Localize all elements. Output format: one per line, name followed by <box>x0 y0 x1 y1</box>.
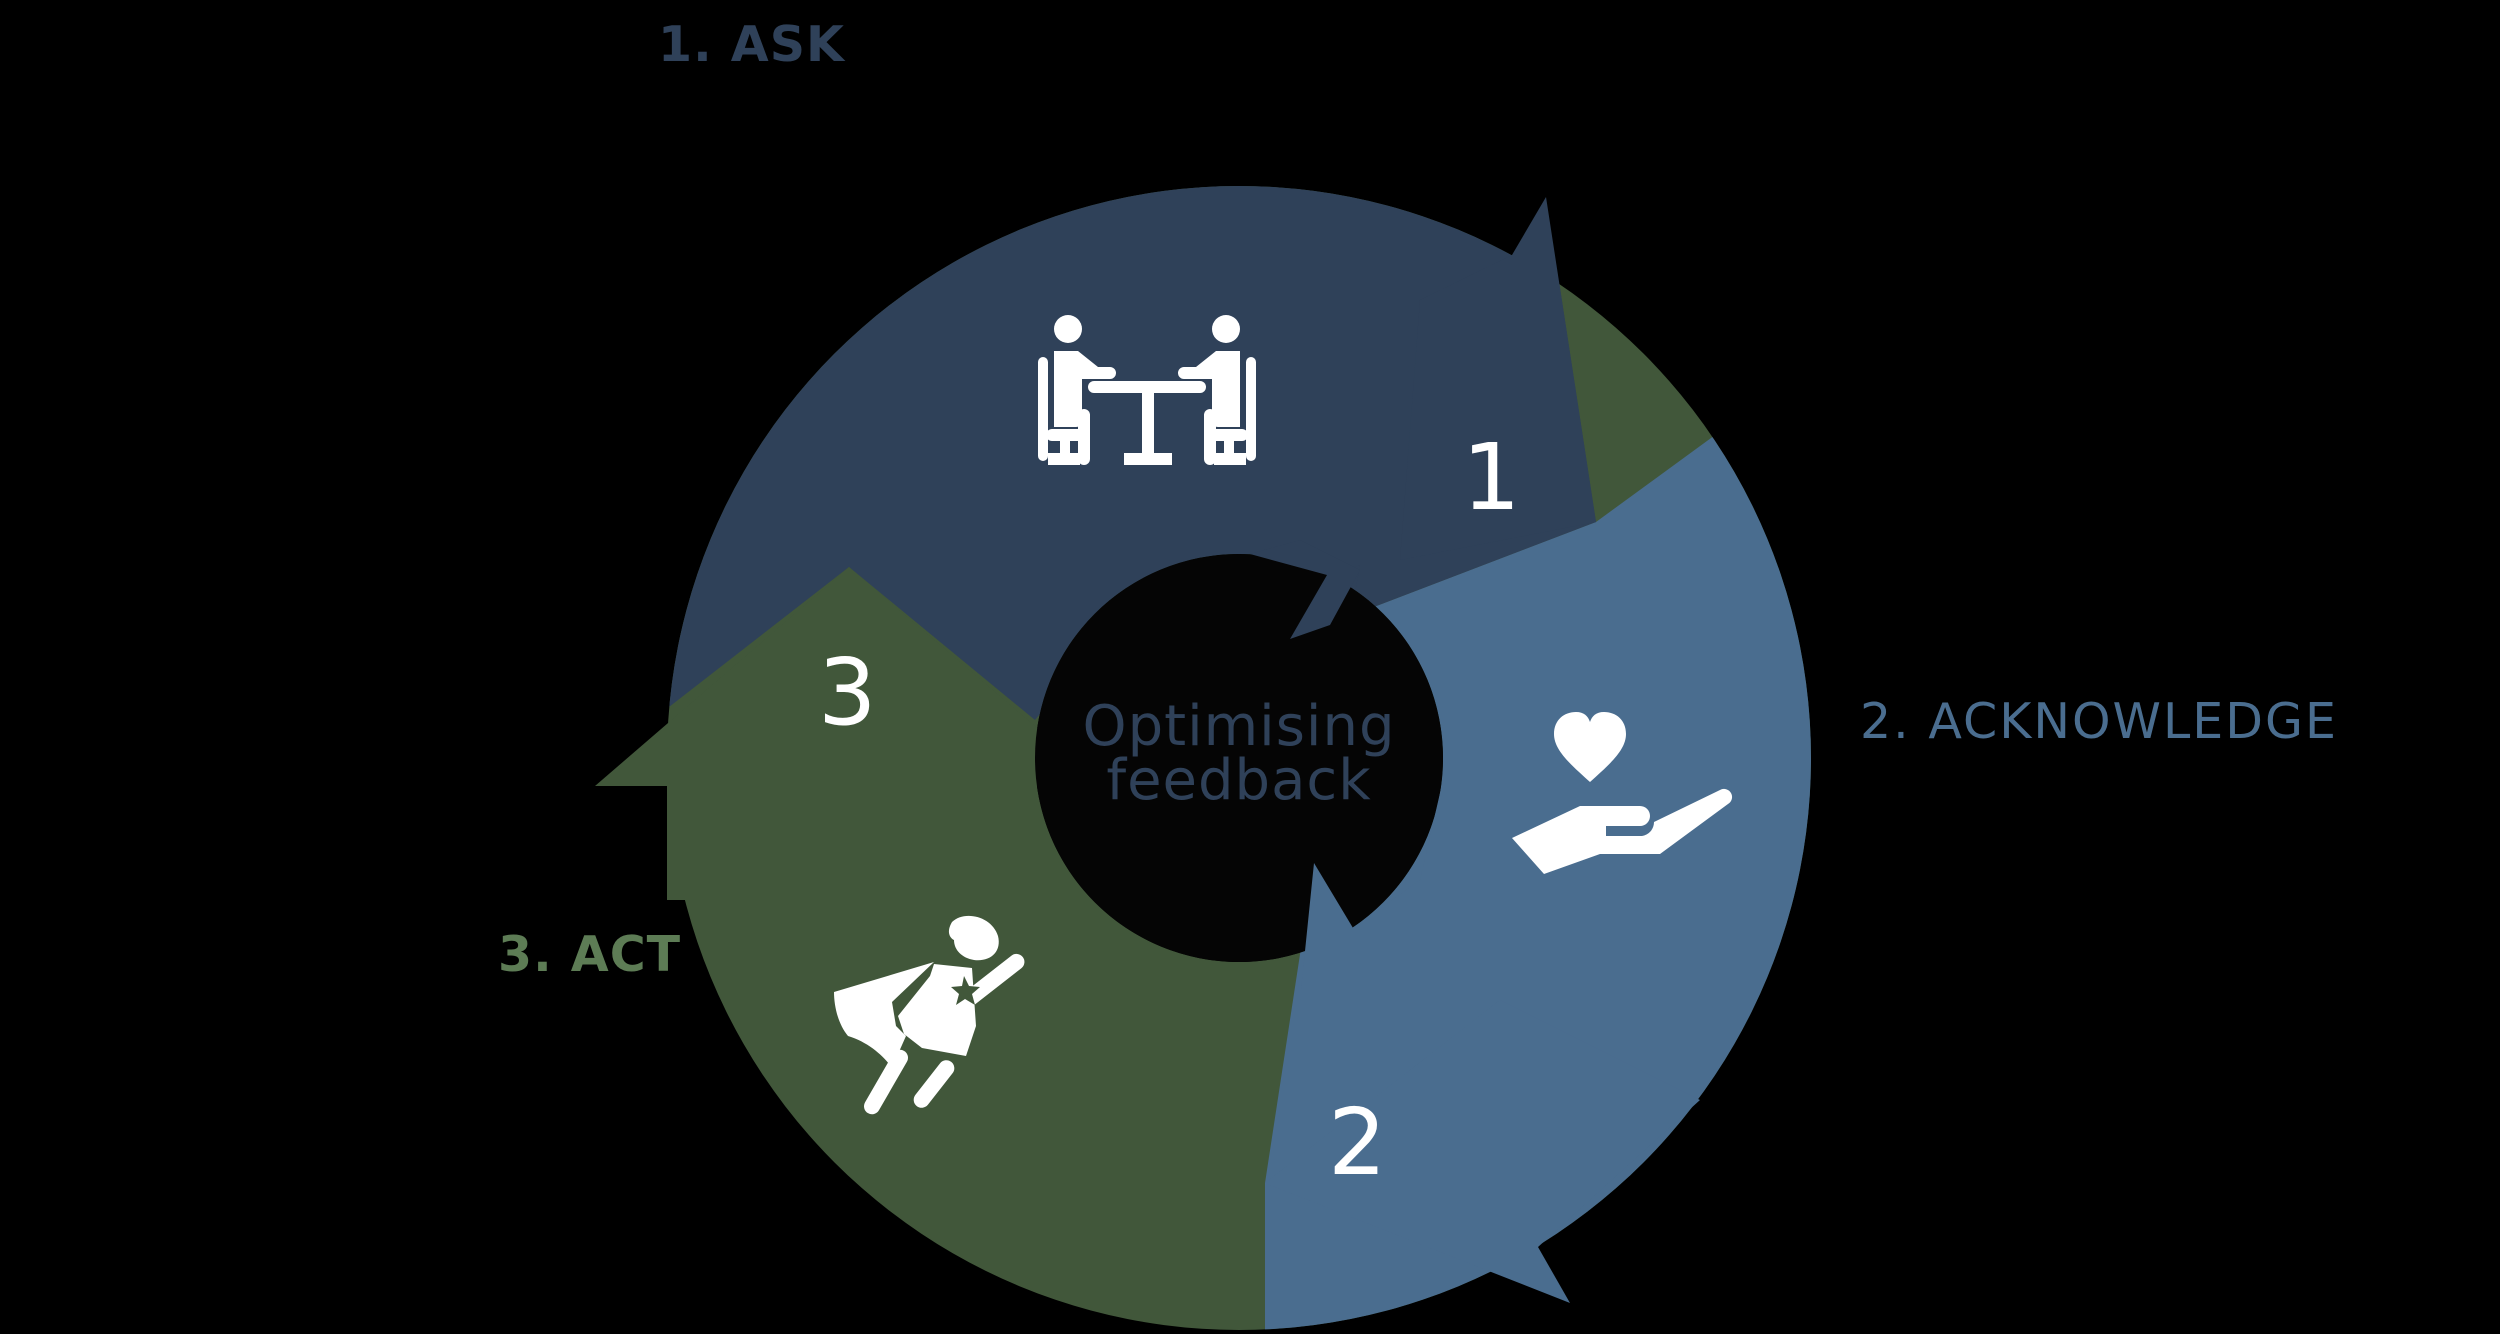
arrow-tail-ask <box>1250 540 1360 639</box>
meeting-icon <box>1038 315 1256 465</box>
superhero-icon <box>834 915 1025 1115</box>
step-number-1: 1 <box>1462 424 1521 531</box>
arrow-head-act <box>595 567 1105 900</box>
center-title: Optimising feedback <box>1039 694 1439 813</box>
center-title-line-2: feedback <box>1106 748 1372 813</box>
step-label-act: 3. ACT <box>498 926 682 983</box>
arrow-head-ask <box>1400 197 1596 560</box>
center-hole <box>1035 554 1443 962</box>
step-label-ask: 1. ASK <box>658 16 845 73</box>
arrow-tail-acknowledge <box>1300 780 1443 1000</box>
arrow-head-acknowledge <box>1265 1000 1700 1303</box>
step-number-2: 2 <box>1328 1089 1387 1196</box>
step-number-3: 3 <box>818 639 877 746</box>
step-label-acknowledge: 2. ACKNOWLEDGE <box>1860 693 2338 750</box>
heart-in-hand-icon <box>1512 712 1733 874</box>
center-title-line-1: Optimising <box>1082 694 1396 759</box>
